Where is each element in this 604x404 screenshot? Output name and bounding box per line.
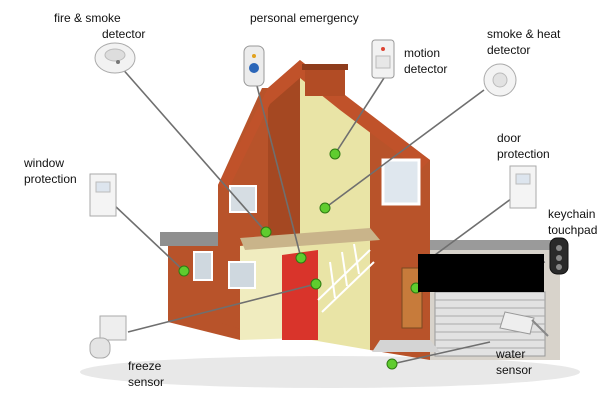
sensor-dot-smoke-heat: [320, 203, 330, 213]
sensor-dot-fire-smoke: [261, 227, 271, 237]
door-sensor-icon: [510, 166, 536, 208]
window-sensor-icon: [90, 174, 116, 216]
freeze-sensor-icon: [90, 316, 126, 358]
sensor-dot-personal: [296, 253, 306, 263]
keyfob-icon: [550, 238, 568, 274]
panic-button-icon: [244, 46, 264, 86]
heat-detector-icon: [484, 64, 516, 96]
label-personal-emergency: personal emergency: [250, 10, 359, 26]
label-fire-smoke: fire & smokedetector: [54, 10, 145, 42]
label-freeze: freezesensor: [128, 358, 164, 390]
sensor-dot-window: [179, 266, 189, 276]
sensor-dot-motion: [330, 149, 340, 159]
label-motion: motiondetector: [404, 45, 447, 77]
label-water: watersensor: [496, 346, 532, 378]
sensor-dot-freeze: [311, 279, 321, 289]
label-door: doorprotection: [497, 130, 550, 162]
smoke-detector-icon: [95, 43, 135, 73]
sensor-dot-water: [387, 359, 397, 369]
label-smoke-heat: smoke & heatdetector: [487, 26, 560, 58]
label-window: windowprotection: [24, 155, 77, 187]
redacted-region: [418, 254, 544, 292]
house-front: [160, 60, 440, 360]
label-keychain: keychaintouchpad: [548, 206, 597, 238]
motion-sensor-icon: [372, 40, 394, 78]
